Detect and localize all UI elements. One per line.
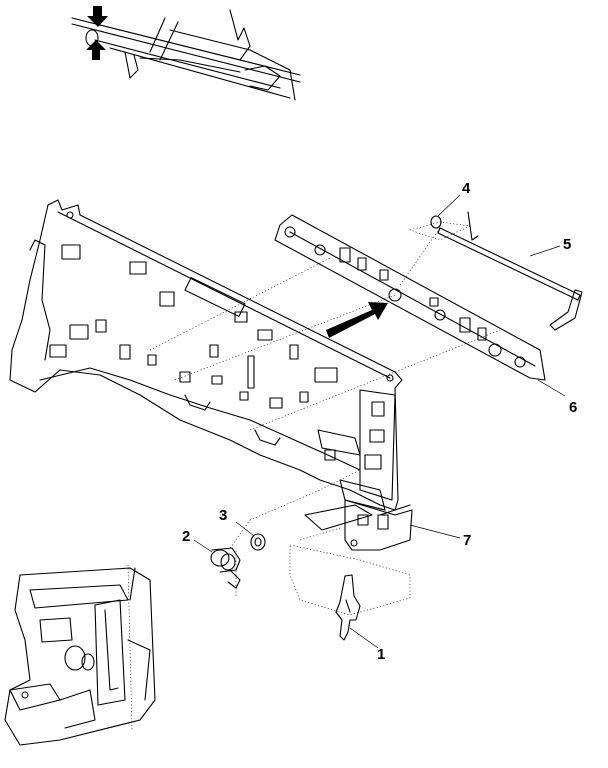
- shaft-part-5: [437, 211, 583, 331]
- gear-part-2: [193, 539, 241, 589]
- callout-4: 4: [462, 180, 471, 197]
- bracket-part-7: [304, 499, 461, 551]
- callout-5: 5: [563, 236, 572, 253]
- callout-6: 6: [569, 399, 578, 416]
- callout-3: 3: [219, 507, 228, 524]
- callout-7: 7: [463, 532, 472, 549]
- detail-inset-bottom: [4, 564, 156, 746]
- alignment-lines: [149, 221, 501, 616]
- arrow-up-icon: [86, 40, 106, 60]
- callout-1: 1: [377, 646, 386, 663]
- assembly-direction-arrow-icon: [326, 302, 388, 338]
- washer-part-3: [235, 521, 266, 551]
- arrow-down-icon: [87, 6, 108, 27]
- rail-plate-part-6: [274, 214, 566, 397]
- lever-part-1: [335, 574, 379, 649]
- main-frame-assembly: [9, 199, 403, 511]
- collar-part-4: [430, 194, 461, 229]
- callout-2: 2: [182, 528, 191, 545]
- detail-inset-top: [71, 6, 301, 101]
